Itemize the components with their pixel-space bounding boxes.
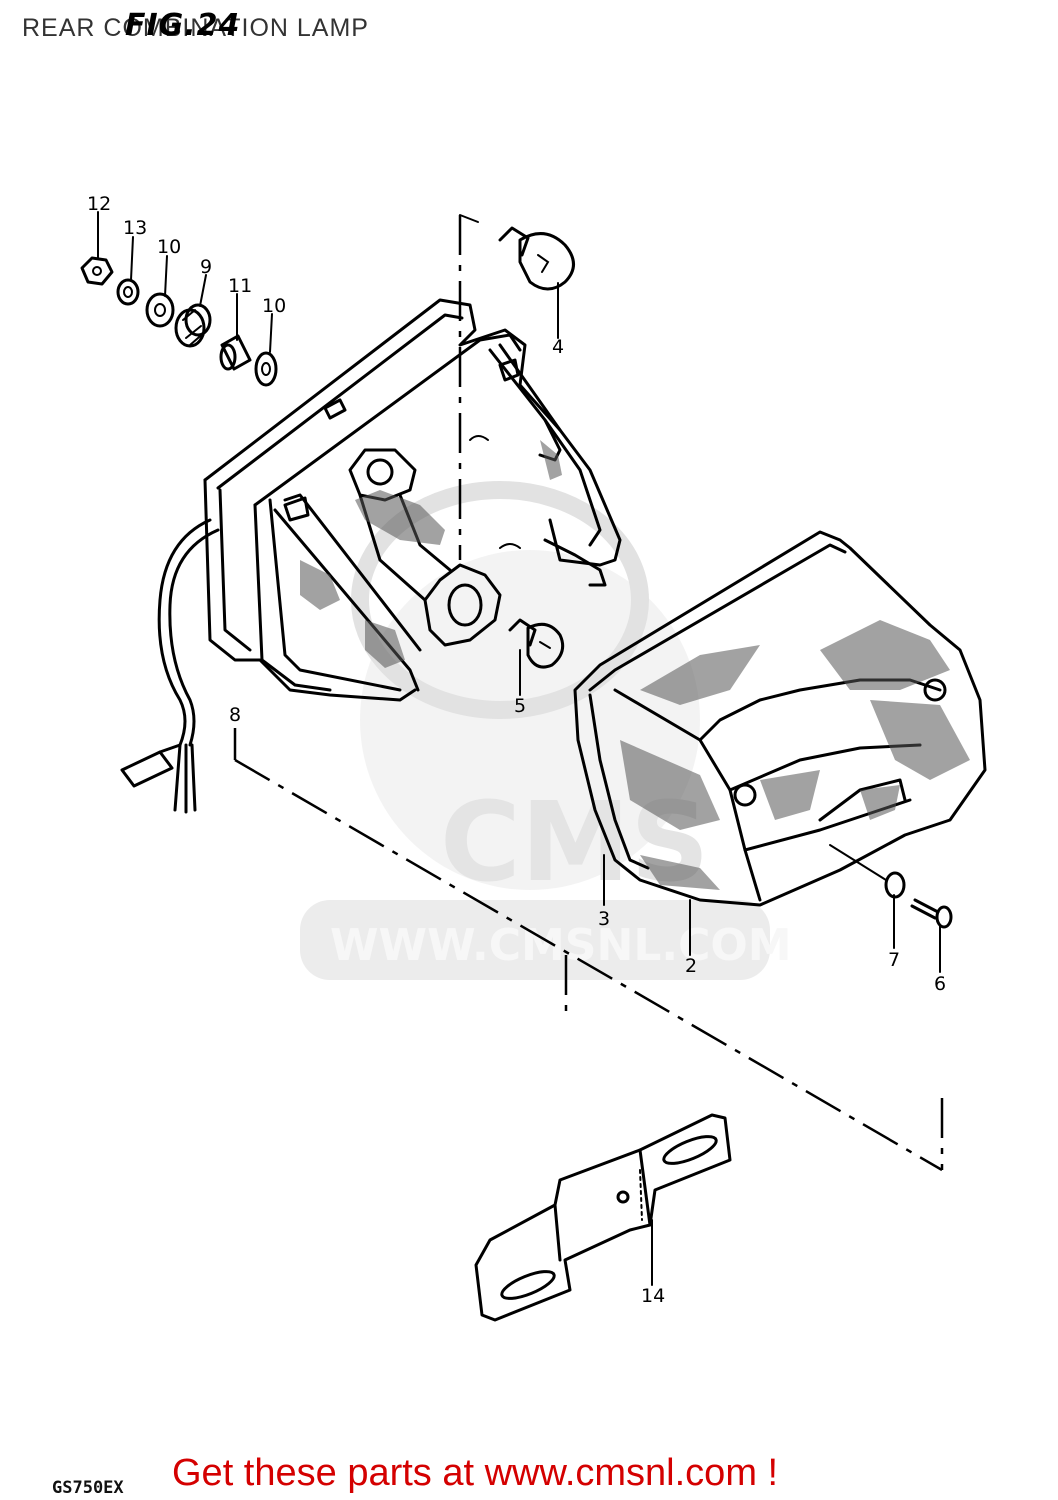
callout-2: 2 <box>685 955 697 977</box>
callout-6: 6 <box>934 973 946 995</box>
bulb-5 <box>508 618 565 669</box>
diagram-title: REAR COMBINATION LAMP <box>22 14 369 42</box>
license-bracket-14 <box>474 1113 732 1322</box>
callout-11: 11 <box>228 275 252 297</box>
callout-7: 7 <box>888 949 900 971</box>
callout-9: 9 <box>200 256 212 278</box>
cms-watermark: CMS WWW.CMSNL.COM <box>300 481 792 980</box>
callout-labels: 12 13 10 9 11 10 4 8 5 3 2 7 6 14 <box>87 193 946 1307</box>
figure-number: FIG.24 <box>125 8 241 43</box>
callout-3: 3 <box>598 908 610 930</box>
callout-5: 5 <box>514 695 526 717</box>
collar-11 <box>219 334 252 371</box>
model-code: GS750EX <box>52 1478 124 1498</box>
leader-lines-top <box>97 211 941 1286</box>
callout-14: 14 <box>641 1285 665 1307</box>
callout-10-a: 10 <box>157 236 181 258</box>
callout-13: 13 <box>123 217 147 239</box>
callout-4: 4 <box>552 336 564 358</box>
wiring-harness <box>120 518 220 814</box>
nut-12 <box>80 256 114 286</box>
callout-12: 12 <box>87 193 111 215</box>
bulb-4 <box>498 226 575 291</box>
lamp-housing-8 <box>203 298 622 702</box>
lens-2 <box>573 530 987 907</box>
washer-7 <box>829 844 906 899</box>
watermark-url: WWW.CMSNL.COM <box>330 920 792 971</box>
screw-6 <box>910 898 953 929</box>
callout-10-b: 10 <box>262 295 286 317</box>
reference-lines <box>233 214 944 1172</box>
grommet-9 <box>174 303 212 348</box>
washer-13 <box>116 278 140 306</box>
fastener-group <box>80 256 278 387</box>
callout-8: 8 <box>229 704 241 726</box>
parts-link[interactable]: Get these parts at www.cmsnl.com ! <box>172 1452 779 1494</box>
washer-10-b <box>254 351 278 387</box>
washer-10-a <box>145 292 175 328</box>
